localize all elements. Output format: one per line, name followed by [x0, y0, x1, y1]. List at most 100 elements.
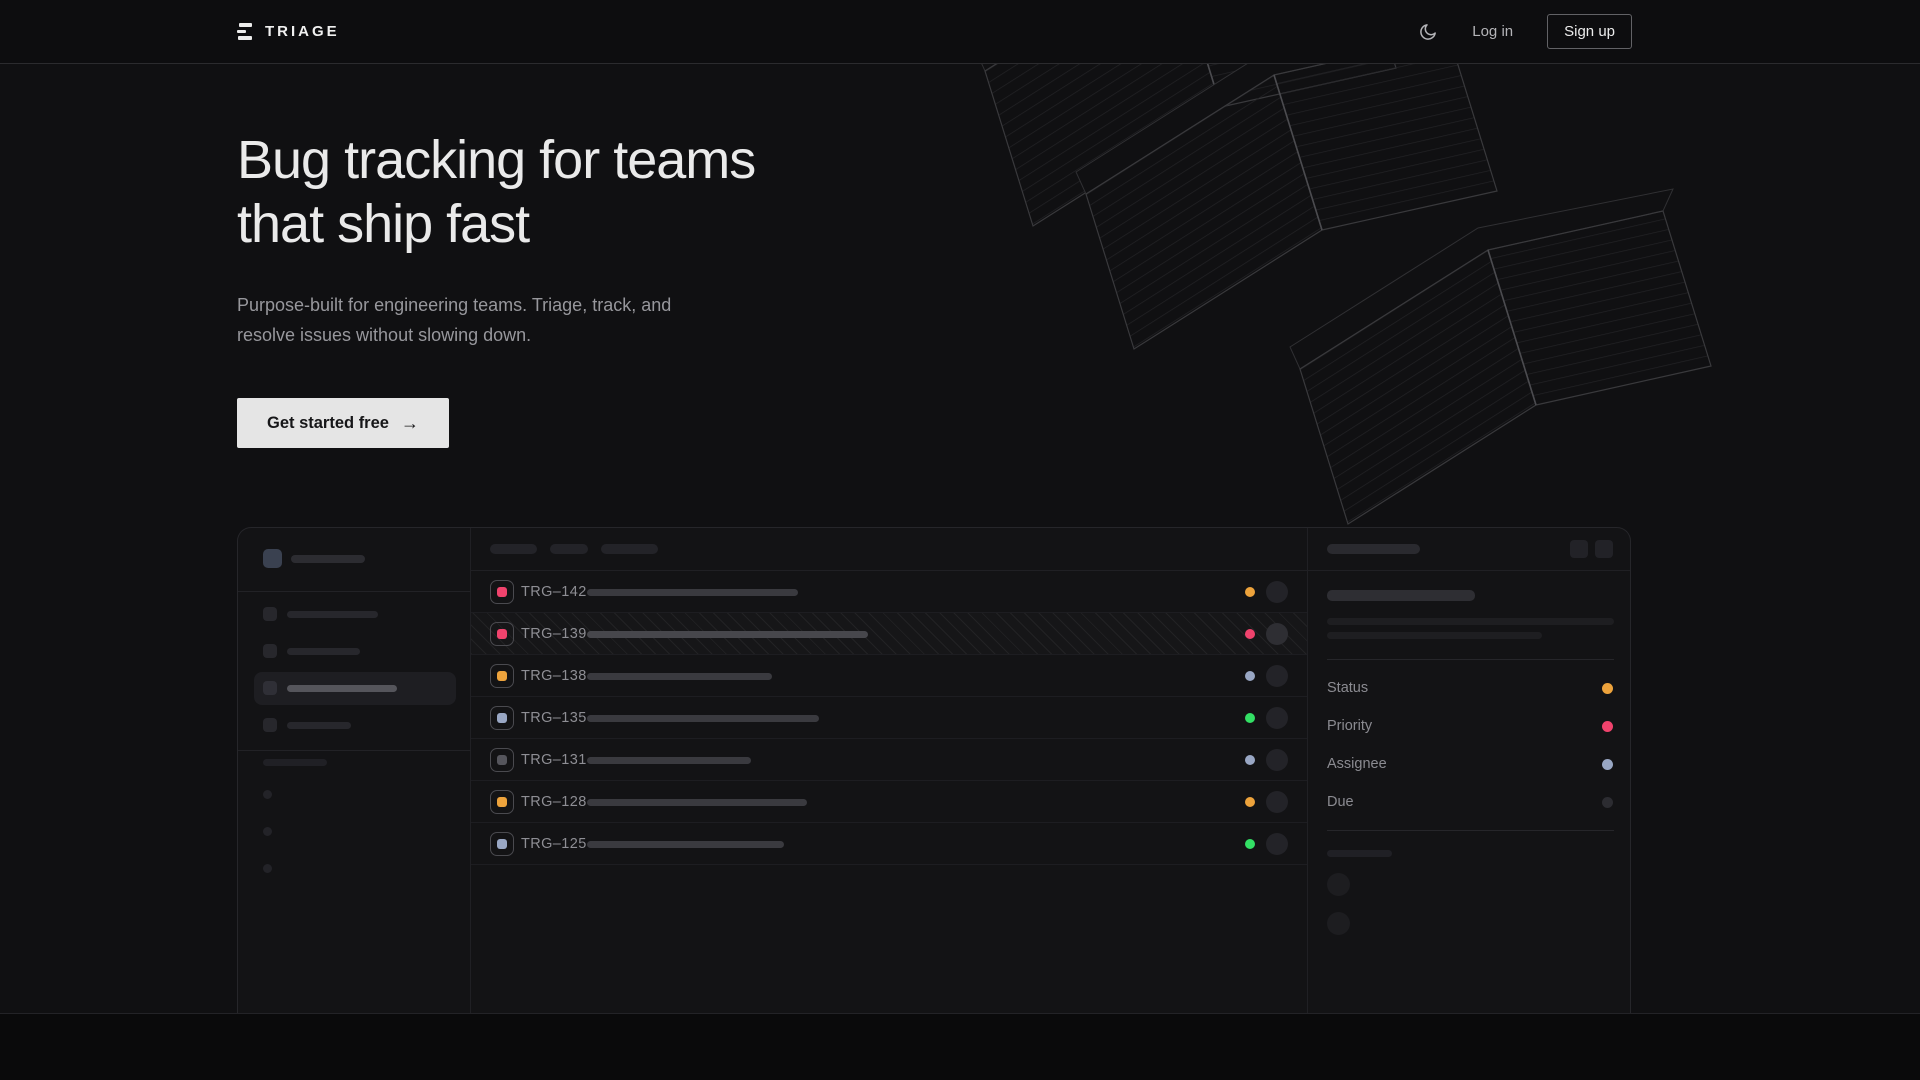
sidebar-item	[238, 707, 471, 744]
filter-pill-skeleton	[550, 544, 588, 554]
property-label: Status	[1327, 680, 1369, 696]
issue-status-dot	[1245, 629, 1255, 639]
sidebar-dot	[263, 864, 272, 873]
triage-logo-icon	[237, 23, 252, 40]
issue-priority-icon	[490, 832, 514, 856]
issue-priority-icon	[490, 790, 514, 814]
property-value-dot	[1602, 759, 1613, 770]
property-row: Due	[1308, 783, 1630, 821]
workspace-avatar	[263, 549, 282, 568]
brand-name: TRIAGE	[265, 23, 340, 40]
wireframe-slabs-decoration	[974, 0, 1712, 525]
issue-status-dot	[1245, 671, 1255, 681]
issue-id: TRG–142	[521, 584, 587, 600]
property-value-dot	[1602, 721, 1613, 732]
detail-title-skeleton	[1327, 590, 1475, 601]
issue-priority-icon-fill	[497, 671, 507, 681]
issue-status-dot	[1245, 587, 1255, 597]
issue-title-skeleton	[587, 714, 819, 722]
issue-title-skeleton	[587, 798, 807, 806]
filter-pill-skeleton	[601, 544, 658, 554]
property-label: Priority	[1327, 718, 1373, 734]
property-value-dot	[1602, 797, 1613, 808]
detail-section-skeleton	[1327, 850, 1392, 857]
issue-priority-icon-fill	[497, 755, 507, 765]
issue-row: TRG–142	[471, 571, 1307, 613]
sidebar-item	[238, 633, 471, 670]
sidebar-item-icon	[263, 718, 277, 732]
issue-status-dot	[1245, 713, 1255, 723]
sidebar-item	[238, 670, 471, 707]
get-started-button[interactable]: Get started free →	[237, 398, 449, 448]
brand[interactable]: TRIAGE	[237, 23, 340, 40]
detail-divider	[1327, 659, 1614, 660]
issue-list-header	[471, 528, 1307, 571]
nav-actions: Log in Sign up	[1418, 14, 1632, 49]
sidebar-item-label-skeleton	[287, 648, 360, 655]
issue-row: TRG–135	[471, 697, 1307, 739]
issue-status-dot	[1245, 755, 1255, 765]
issue-priority-icon-fill	[497, 587, 507, 597]
issue-assignee-avatar	[1266, 665, 1288, 687]
sidebar-item-icon	[263, 644, 277, 658]
issue-title-skeleton	[587, 672, 772, 680]
hero-title-line2: that ship fast	[237, 194, 530, 254]
sidebar-item-icon	[263, 607, 277, 621]
issue-row: TRG–128	[471, 781, 1307, 823]
detail-divider	[1327, 830, 1614, 831]
issue-id: TRG–131	[521, 752, 587, 768]
issue-list: TRG–142 TRG–139 TRG–138 TRG–135	[471, 528, 1307, 1013]
hero-title-line1: Bug tracking for teams	[237, 130, 756, 190]
signup-button[interactable]: Sign up	[1547, 14, 1632, 49]
detail-action-skeleton	[1595, 540, 1613, 558]
property-row: Assignee	[1308, 745, 1630, 783]
sidebar-item-label-skeleton	[287, 685, 397, 692]
sidebar-item-label-skeleton	[287, 722, 351, 729]
detail-action-skeleton	[1570, 540, 1588, 558]
issue-id: TRG–125	[521, 836, 587, 852]
issue-assignee-avatar	[1266, 623, 1288, 645]
property-value-dot	[1602, 683, 1613, 694]
issue-status-dot	[1245, 797, 1255, 807]
issue-priority-icon	[490, 580, 514, 604]
property-row: Priority	[1308, 707, 1630, 745]
sidebar-dot	[263, 790, 272, 799]
issue-row: TRG–139	[471, 613, 1307, 655]
issue-title-skeleton	[587, 588, 798, 596]
issue-row: TRG–125	[471, 823, 1307, 865]
app-mockup-panel: TRG–142 TRG–139 TRG–138 TRG–135	[237, 527, 1631, 1013]
login-link[interactable]: Log in	[1472, 23, 1514, 40]
issue-priority-icon-fill	[497, 713, 507, 723]
sidebar-nav-items	[238, 596, 471, 744]
detail-text-skeleton	[1327, 632, 1542, 639]
issue-assignee-avatar	[1266, 791, 1288, 813]
issue-priority-icon-fill	[497, 839, 507, 849]
issue-title-skeleton	[587, 756, 751, 764]
sidebar-section-skeleton	[263, 759, 327, 766]
hero-title: Bug tracking for teams that ship fast	[237, 128, 756, 256]
mockup-sidebar	[238, 528, 471, 1013]
top-nav: TRIAGE Log in Sign up	[0, 0, 1920, 64]
issue-assignee-avatar	[1266, 749, 1288, 771]
issue-id: TRG–138	[521, 668, 587, 684]
sidebar-divider	[238, 591, 471, 592]
detail-breadcrumb-skeleton	[1327, 544, 1420, 554]
detail-text-skeleton	[1327, 618, 1614, 625]
issue-id: TRG–135	[521, 710, 587, 726]
detail-properties: Status Priority Assignee Due	[1308, 669, 1630, 821]
detail-header	[1308, 528, 1630, 571]
issue-assignee-avatar	[1266, 833, 1288, 855]
issue-priority-icon	[490, 706, 514, 730]
sidebar-item	[238, 596, 471, 633]
issue-priority-icon-fill	[497, 629, 507, 639]
property-label: Assignee	[1327, 756, 1387, 772]
property-label: Due	[1327, 794, 1354, 810]
issue-title-skeleton	[587, 840, 784, 848]
arrow-right-icon: →	[400, 412, 419, 433]
filter-pill-skeleton	[490, 544, 537, 554]
sidebar-item-label-skeleton	[287, 611, 378, 618]
comment-avatar-skeleton	[1327, 873, 1350, 896]
issue-row: TRG–138	[471, 655, 1307, 697]
sidebar-dot	[263, 827, 272, 836]
moon-icon[interactable]	[1418, 22, 1438, 42]
